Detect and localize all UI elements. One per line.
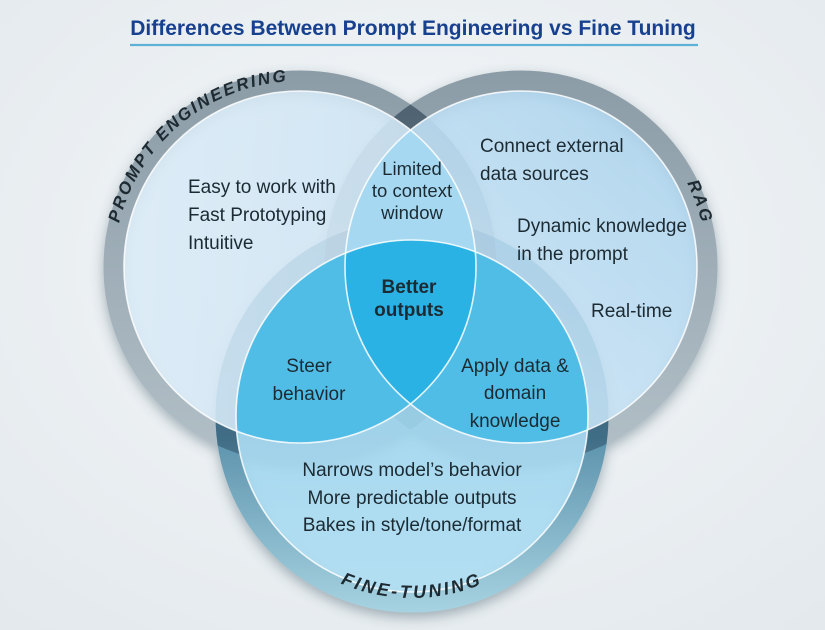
overlap-rag-finetuning-text: Apply data & domain knowledge [461, 356, 569, 432]
limited-line3: window [380, 202, 443, 223]
page-title: Differences Between Prompt Engineering v… [130, 17, 696, 40]
pe-item-fast: Fast Prototyping [188, 205, 326, 226]
overlap-prompt-finetuning-text: Steer behavior [273, 356, 347, 405]
fine-tuning-items: Narrows model’s behavior More predictabl… [302, 460, 522, 536]
rag-item-connect-line1: Connect external [480, 136, 624, 157]
overlap-prompt-rag-text: Limited to context window [372, 158, 452, 223]
steer-line2: behavior [273, 384, 347, 405]
rag-item-realtime: Real-time [591, 301, 672, 322]
better-line2: outputs [374, 300, 444, 321]
better-line1: Better [382, 277, 438, 298]
apply-line3: knowledge [470, 411, 561, 432]
pe-item-intuitive: Intuitive [188, 233, 253, 254]
rag-item-connect-line2: data sources [480, 164, 589, 185]
rag-item-dynamic-line1: Dynamic knowledge [517, 216, 687, 237]
rag-item-dynamic-line2: in the prompt [517, 244, 629, 265]
limited-line1: Limited [382, 158, 442, 179]
circle-divider-lines [123, 90, 698, 593]
apply-line2: domain [484, 383, 546, 404]
ft-item-bakes: Bakes in style/tone/format [303, 515, 522, 536]
overlap-center-text: Better outputs [374, 277, 444, 321]
rag-items: Connect external data sources Dynamic kn… [480, 136, 687, 322]
ft-item-narrows: Narrows model’s behavior [302, 460, 522, 481]
ft-item-predictable: More predictable outputs [307, 488, 516, 509]
prompt-engineering-items: Easy to work with Fast Prototyping Intui… [188, 177, 336, 254]
apply-line1: Apply data & [461, 356, 569, 377]
pe-item-easy: Easy to work with [188, 177, 336, 198]
steer-line1: Steer [286, 356, 332, 377]
limited-line2: to context [372, 180, 452, 201]
